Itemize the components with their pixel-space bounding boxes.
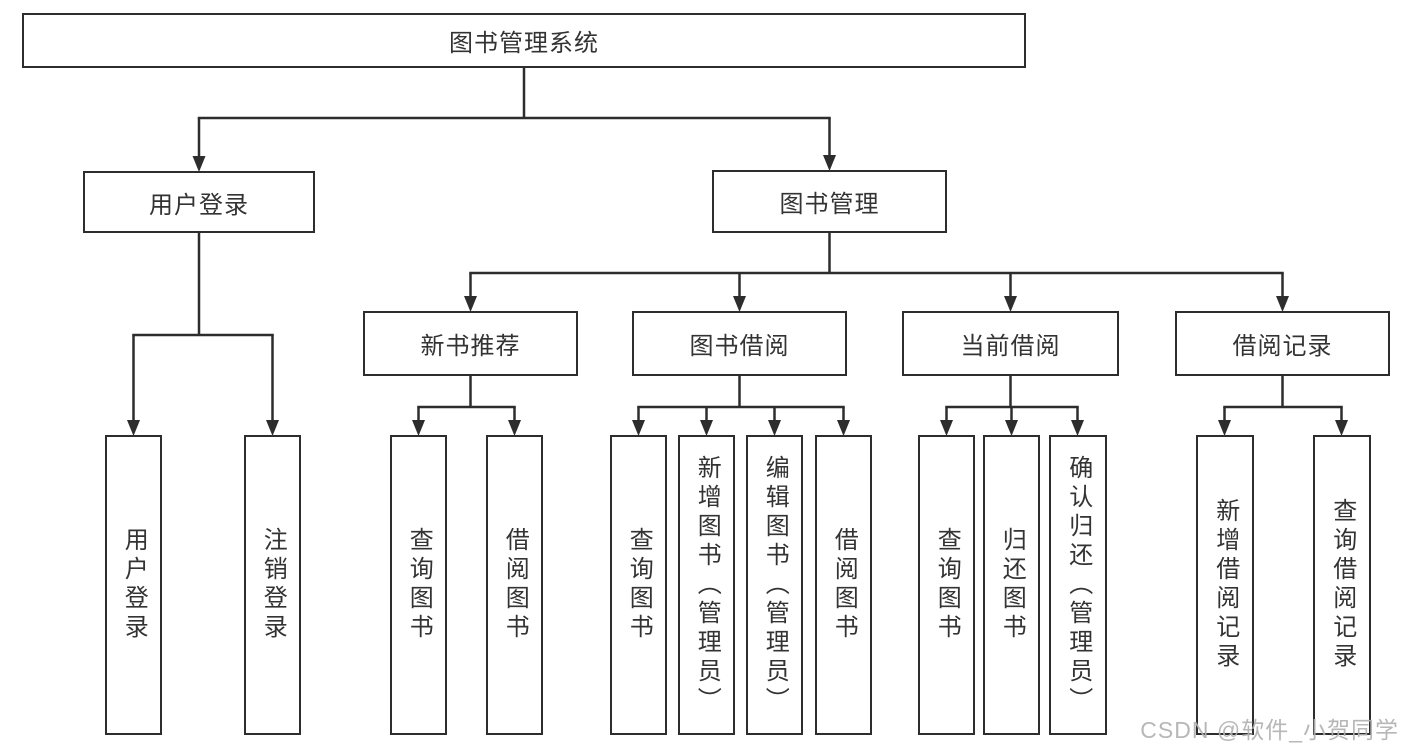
leaf-borrow-books-label: 借阅图书 [830, 527, 858, 643]
node-user-login: 用户登录 [83, 171, 315, 233]
node-root-label: 图书管理系统 [449, 30, 599, 57]
node-current-borrow: 当前借阅 [902, 311, 1119, 376]
leaf-confirm-return-admin-label: 确认归还（管理员） [1064, 454, 1092, 716]
leaf-borrow-books-recommend-label: 借阅图书 [501, 527, 529, 643]
leaf-query-books-recommend: 查询图书 [390, 435, 447, 735]
leaf-edit-books-admin: 编辑图书（管理员） [746, 435, 803, 735]
leaf-query-borrow-record: 查询借阅记录 [1313, 435, 1371, 735]
node-book-borrow-label: 图书借阅 [689, 333, 790, 360]
node-book-borrow: 图书借阅 [632, 311, 847, 376]
leaf-query-books-borrow: 查询图书 [610, 435, 667, 735]
leaf-borrow-books: 借阅图书 [815, 435, 872, 735]
leaf-add-borrow-record-label: 新增借阅记录 [1211, 498, 1239, 672]
node-user-login-label: 用户登录 [149, 191, 249, 219]
leaf-logout: 注销登录 [244, 435, 301, 735]
node-borrow-records-label: 借阅记录 [1232, 333, 1333, 360]
node-book-management-label: 图书管理 [779, 191, 880, 218]
leaf-query-books-recommend-label: 查询图书 [405, 527, 433, 643]
leaf-return-books: 归还图书 [983, 435, 1040, 735]
watermark: CSDN @软件_小贺同学 [1140, 717, 1399, 743]
leaf-query-books-borrow-label: 查询图书 [625, 527, 653, 643]
node-new-book-recommend-label: 新书推荐 [420, 333, 521, 360]
leaf-user-login: 用户登录 [105, 435, 162, 735]
leaf-edit-books-admin-label: 编辑图书（管理员） [761, 454, 789, 716]
node-new-book-recommend: 新书推荐 [363, 311, 578, 376]
leaf-add-books-admin: 新增图书（管理员） [678, 435, 735, 735]
leaf-query-books-current-label: 查询图书 [933, 527, 961, 643]
leaf-query-books-current: 查询图书 [918, 435, 975, 735]
leaf-query-borrow-record-label: 查询借阅记录 [1328, 498, 1356, 672]
node-borrow-records: 借阅记录 [1175, 311, 1390, 376]
node-book-management: 图书管理 [712, 170, 947, 233]
node-root: 图书管理系统 [22, 13, 1026, 68]
leaf-borrow-books-recommend: 借阅图书 [486, 435, 543, 735]
node-current-borrow-label: 当前借阅 [960, 333, 1061, 360]
leaf-confirm-return-admin: 确认归还（管理员） [1049, 435, 1107, 735]
leaf-add-books-admin-label: 新增图书（管理员） [693, 454, 721, 716]
leaf-logout-label: 注销登录 [259, 527, 287, 643]
leaf-add-borrow-record: 新增借阅记录 [1196, 435, 1254, 735]
leaf-user-login-label: 用户登录 [120, 527, 148, 643]
leaf-return-books-label: 归还图书 [998, 527, 1026, 643]
